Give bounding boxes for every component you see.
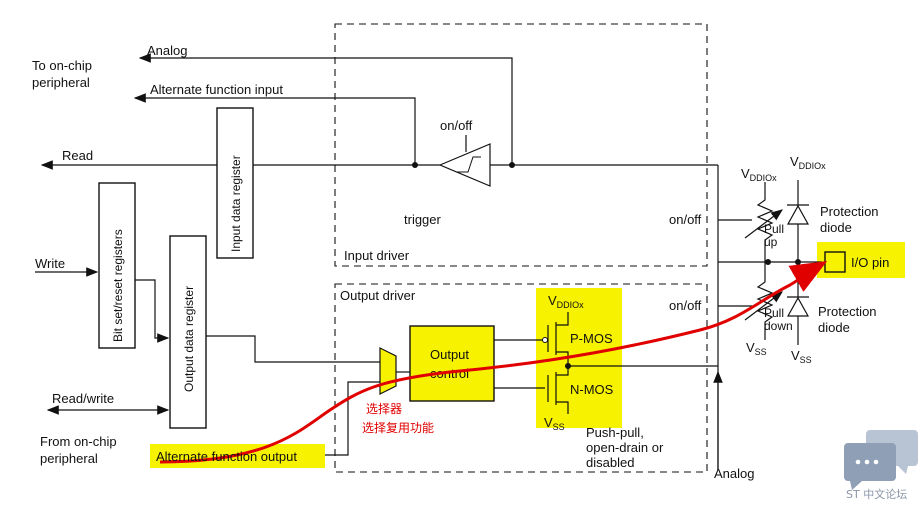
nmos-source	[556, 401, 569, 414]
write-label: Write	[35, 256, 65, 271]
vss-pulldown-label: VSS	[746, 340, 767, 357]
input-data-register-label: Input data register	[229, 155, 243, 252]
bit-set-reset-registers	[98, 182, 136, 349]
protection-diode-top-label-2: diode	[820, 220, 852, 235]
signal-path-annotation	[159, 261, 828, 464]
odr-to-mux-line	[206, 335, 380, 363]
on-off-top-label: on/off	[440, 118, 473, 133]
vss-mos-label: VSS	[544, 415, 565, 432]
alt-func-input-label: Alternate function input	[150, 82, 283, 97]
analog-top-label: Analog	[147, 43, 187, 58]
input-driver-box	[334, 23, 708, 267]
vddiox-diode-label: VDDIOx	[790, 154, 826, 171]
pmos-drain	[556, 351, 569, 366]
on-off-pullup-label: on/off	[669, 212, 702, 227]
vss-diode-label: VSS	[791, 348, 812, 365]
pull-up-label-1: Pull	[764, 222, 784, 236]
push-pull-label-1: Push-pull,	[586, 425, 644, 440]
trigger-label: trigger	[404, 212, 442, 227]
output-driver-box	[334, 283, 708, 473]
io-pin-label: I/O pin	[851, 255, 889, 270]
from-onchip-label-1: From on-chip	[40, 434, 117, 449]
analog-top-line	[138, 53, 513, 165]
protection-diode-top-label-1: Protection	[820, 204, 879, 219]
analog-bottom-label: Analog	[714, 466, 754, 481]
selector-label-cn: 选择器	[366, 402, 402, 416]
from-onchip-label-2: peripheral	[40, 451, 98, 466]
protection-diode-top-icon	[786, 204, 810, 225]
pull-up-label-2: up	[764, 235, 778, 249]
pmos-label: P-MOS	[570, 331, 613, 346]
output-driver-label: Output driver	[340, 288, 416, 303]
pull-down-resistor	[756, 262, 774, 336]
vddiox-pullup-label: VDDIOx	[741, 166, 777, 183]
watermark-label: ST 中文论坛	[846, 487, 907, 501]
push-pull-label-2: open-drain or	[586, 440, 664, 455]
read-label: Read	[62, 148, 93, 163]
alt-func-input-line	[133, 93, 416, 165]
io-pin-square	[824, 251, 846, 273]
to-onchip-label-1: To on-chip	[32, 58, 92, 73]
protection-diode-bottom-label-1: Protection	[818, 304, 877, 319]
to-onchip-label-2: peripheral	[32, 75, 90, 90]
push-pull-label-3: disabled	[586, 455, 634, 470]
on-off-pulldown-label: on/off	[669, 298, 702, 313]
bsrr-to-odr-line	[135, 279, 170, 343]
pull-down-label-2: down	[764, 319, 793, 333]
output-control-label-1: Output	[430, 347, 469, 362]
read-write-label: Read/write	[52, 391, 114, 406]
output-data-register-label: Output data register	[182, 286, 196, 392]
output-data-register	[169, 235, 207, 429]
protection-diode-bottom-label-2: diode	[818, 320, 850, 335]
input-data-register	[216, 107, 254, 259]
pull-up-switch-icon	[744, 209, 783, 239]
vddiox-mos-label: VDDIOx	[548, 293, 584, 310]
forum-chat-icon	[844, 430, 918, 490]
selector-desc-label-cn: 选择复用功能	[362, 421, 434, 435]
input-driver-label: Input driver	[344, 248, 410, 263]
pull-down-label-1: Pull	[764, 306, 784, 320]
pull-down-switch-icon	[744, 291, 783, 321]
output-control-box	[409, 325, 495, 402]
mos-highlight	[536, 288, 622, 428]
pull-up-resistor	[756, 182, 774, 262]
bit-set-reset-label: Bit set/reset registers	[111, 229, 125, 342]
alt-output-to-mux-line	[325, 381, 380, 456]
nmos-label: N-MOS	[570, 382, 614, 397]
pmos-source	[556, 312, 569, 326]
schmitt-symbol-icon	[457, 156, 481, 173]
protection-diode-bottom-icon	[786, 296, 810, 317]
multiplexer	[379, 347, 397, 395]
schmitt-trigger	[438, 143, 491, 187]
alt-func-output-label: Alternate function output	[156, 449, 297, 464]
